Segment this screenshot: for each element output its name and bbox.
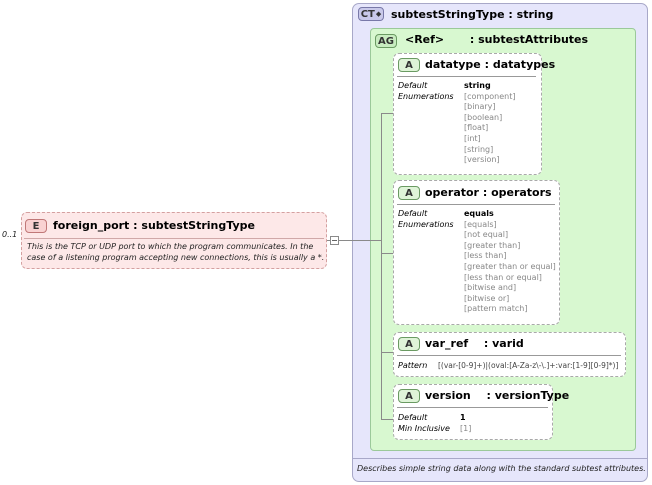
complex-type-badge-text: CT [360, 8, 375, 20]
element-cardinality: 0..1 [2, 230, 18, 239]
branch-line-var-ref [381, 352, 393, 353]
attribute-operator-props: Default Enumerations [398, 209, 454, 229]
expander-minus-icon [332, 240, 337, 241]
element-title: foreign_port : subtestStringType [53, 219, 255, 232]
element-type: subtestStringType [141, 219, 255, 232]
group-trunk-line [381, 113, 382, 419]
attribute-group-name: subtestAttributes [478, 33, 589, 46]
attribute-var-ref-props: Pattern [398, 361, 428, 370]
ct-badge-glyph: ◆ [375, 10, 382, 18]
branch-line-operator [381, 253, 393, 254]
attribute-version-values: 1 [1] [460, 413, 472, 433]
attribute-var-ref-divider [397, 355, 621, 356]
complex-type-title: subtestStringType : string [391, 8, 554, 21]
attribute-var-ref-type: varid [492, 337, 524, 350]
attribute-group-ref: <Ref> [405, 33, 445, 46]
element-doc-divider [24, 238, 324, 239]
attribute-datatype-badge: A [398, 58, 420, 72]
attribute-var-ref-title: var_ref : varid [425, 337, 524, 350]
attribute-datatype-title: datatype : datatypes [425, 58, 556, 71]
attribute-version-props: Default Min Inclusive [398, 413, 450, 433]
complex-type-type: string [516, 8, 554, 21]
complex-type-doc-divider [353, 458, 647, 459]
branch-line-datatype [381, 113, 393, 114]
complex-type-badge: CT ◆ [358, 7, 384, 21]
attribute-version-type: versionType [494, 389, 570, 402]
attribute-group-badge: AG [375, 34, 397, 48]
attribute-datatype-box [393, 53, 542, 175]
attribute-version-divider [397, 407, 548, 408]
complex-type-name: subtestStringType [391, 8, 505, 21]
attribute-operator-badge: A [398, 186, 420, 200]
element-connector-line [327, 240, 352, 241]
attribute-version-title: version : versionType [425, 389, 570, 402]
attribute-datatype-props: Default Enumerations [398, 81, 454, 101]
attribute-datatype-values: string [component] [binary] [boolean] [f… [464, 81, 516, 165]
attribute-var-ref-badge: A [398, 337, 420, 351]
element-expander-handle[interactable] [330, 236, 339, 245]
attribute-operator-type: operators [491, 186, 552, 199]
attribute-var-ref-values: [(var-[0-9]+)|(oval:[A-Za-z\-\.]+:var:[1… [438, 361, 619, 370]
attribute-datatype-type: datatypes [492, 58, 556, 71]
complex-type-doc: Describes simple string data along with … [357, 464, 646, 473]
attribute-version-badge: A [398, 389, 420, 403]
attribute-datatype-name: datatype [425, 58, 481, 71]
branch-line-version [381, 419, 393, 420]
attribute-operator-values: equals [equals] [not equal] [greater tha… [464, 209, 556, 314]
element-name: foreign_port [53, 219, 130, 232]
attribute-operator-divider [397, 204, 555, 205]
element-doc: This is the TCP or UDP port to which the… [27, 242, 325, 262]
attribute-operator-title: operator : operators [425, 186, 552, 199]
attribute-datatype-divider [397, 76, 536, 77]
attribute-var-ref-box [393, 332, 626, 377]
element-box [21, 212, 327, 269]
element-badge: E [25, 219, 47, 233]
attribute-var-ref-name: var_ref [425, 337, 469, 350]
group-entry-line [352, 240, 382, 241]
attribute-group-title: <Ref> : subtestAttributes [405, 33, 589, 46]
attribute-version-name: version [425, 389, 471, 402]
attribute-operator-name: operator [425, 186, 479, 199]
